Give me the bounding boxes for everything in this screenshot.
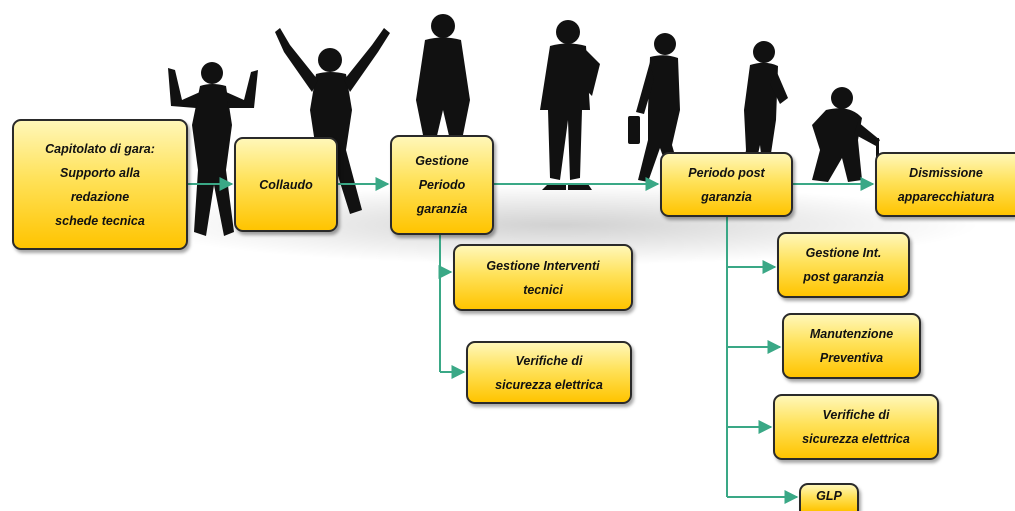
node-capitolato: Capitolato di gara: Supporto alla redazi… <box>12 119 188 250</box>
node-manutenzione-label: Manutenzione Preventiva <box>809 327 894 365</box>
node-collaudo: Collaudo <box>234 137 338 232</box>
walking-man-silhouette <box>628 33 682 182</box>
child-silhouette <box>168 62 258 236</box>
node-collaudo-label: Collaudo <box>259 177 313 192</box>
node-dismissione-label: Dismissione apparecchiatura <box>897 165 995 204</box>
node-verifiche-2-label: Verifiche di sicurezza elettrica <box>802 408 910 446</box>
node-capitolato-label: Capitolato di gara: Supporto alla redazi… <box>45 141 155 228</box>
node-gestione-periodo-label: Gestione Periodo garanzia <box>415 154 469 216</box>
connectors <box>186 177 875 504</box>
node-gestione-periodo: Gestione Periodo garanzia <box>390 135 494 235</box>
node-manutenzione: Manutenzione Preventiva <box>782 313 921 379</box>
man-silhouette <box>416 14 470 140</box>
node-verifiche-2: Verifiche di sicurezza elettrica <box>773 394 939 460</box>
node-gestione-int-post-label: Gestione Int. post garanzia <box>803 246 884 284</box>
node-verifiche-1: Verifiche di sicurezza elettrica <box>466 341 632 404</box>
node-periodo-post: Periodo post garanzia <box>660 152 793 217</box>
node-gestione-interventi-label: Gestione Interventi tecnici <box>486 258 600 297</box>
node-verifiche-1-label: Verifiche di sicurezza elettrica <box>495 353 603 392</box>
silhouettes <box>168 14 880 236</box>
node-dismissione: Dismissione apparecchiatura <box>875 152 1015 217</box>
man-standing-silhouette <box>540 20 600 190</box>
elderly-person-cane-silhouette <box>812 87 880 182</box>
node-gestione-interventi: Gestione Interventi tecnici <box>453 244 633 311</box>
node-glp: GLP <box>799 483 859 511</box>
node-glp-label: GLP <box>816 489 842 503</box>
node-periodo-post-label: Periodo post garanzia <box>688 165 765 204</box>
node-gestione-int-post: Gestione Int. post garanzia <box>777 232 910 298</box>
